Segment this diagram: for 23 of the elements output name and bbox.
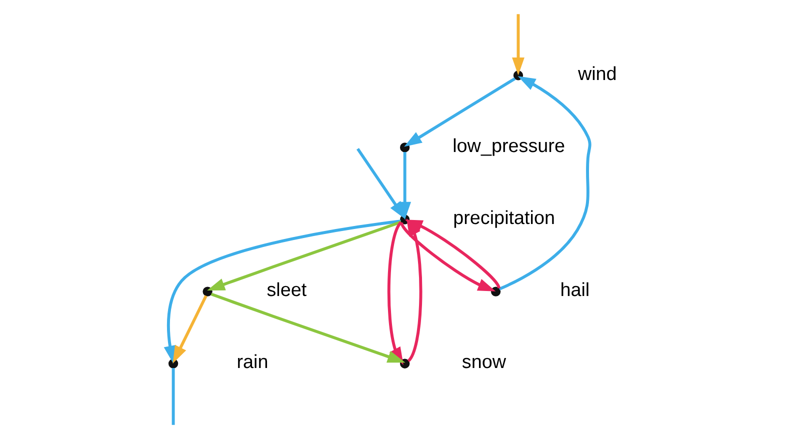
arrow (163, 220, 401, 364)
arrow (210, 292, 405, 363)
node-circle (202, 286, 212, 296)
node-circle (168, 358, 178, 368)
node-label: hail (560, 280, 590, 302)
connector (171, 368, 174, 425)
node-label: snow (461, 352, 506, 374)
node-label: low_pressure (452, 136, 564, 157)
node-circle (490, 286, 500, 296)
node-label: wind (577, 64, 616, 85)
arrow (172, 295, 207, 364)
node-circle (400, 214, 410, 224)
node-circle (400, 358, 410, 368)
arrow (404, 77, 516, 147)
arrow (512, 14, 524, 76)
node-label: rain (236, 352, 268, 374)
node-label: sleet (266, 280, 306, 302)
arrow (206, 220, 402, 291)
arrow (498, 76, 591, 290)
arrow (406, 218, 422, 362)
node-circle (400, 142, 410, 152)
node-circle (512, 70, 523, 80)
node-label: precipitation (452, 208, 554, 229)
